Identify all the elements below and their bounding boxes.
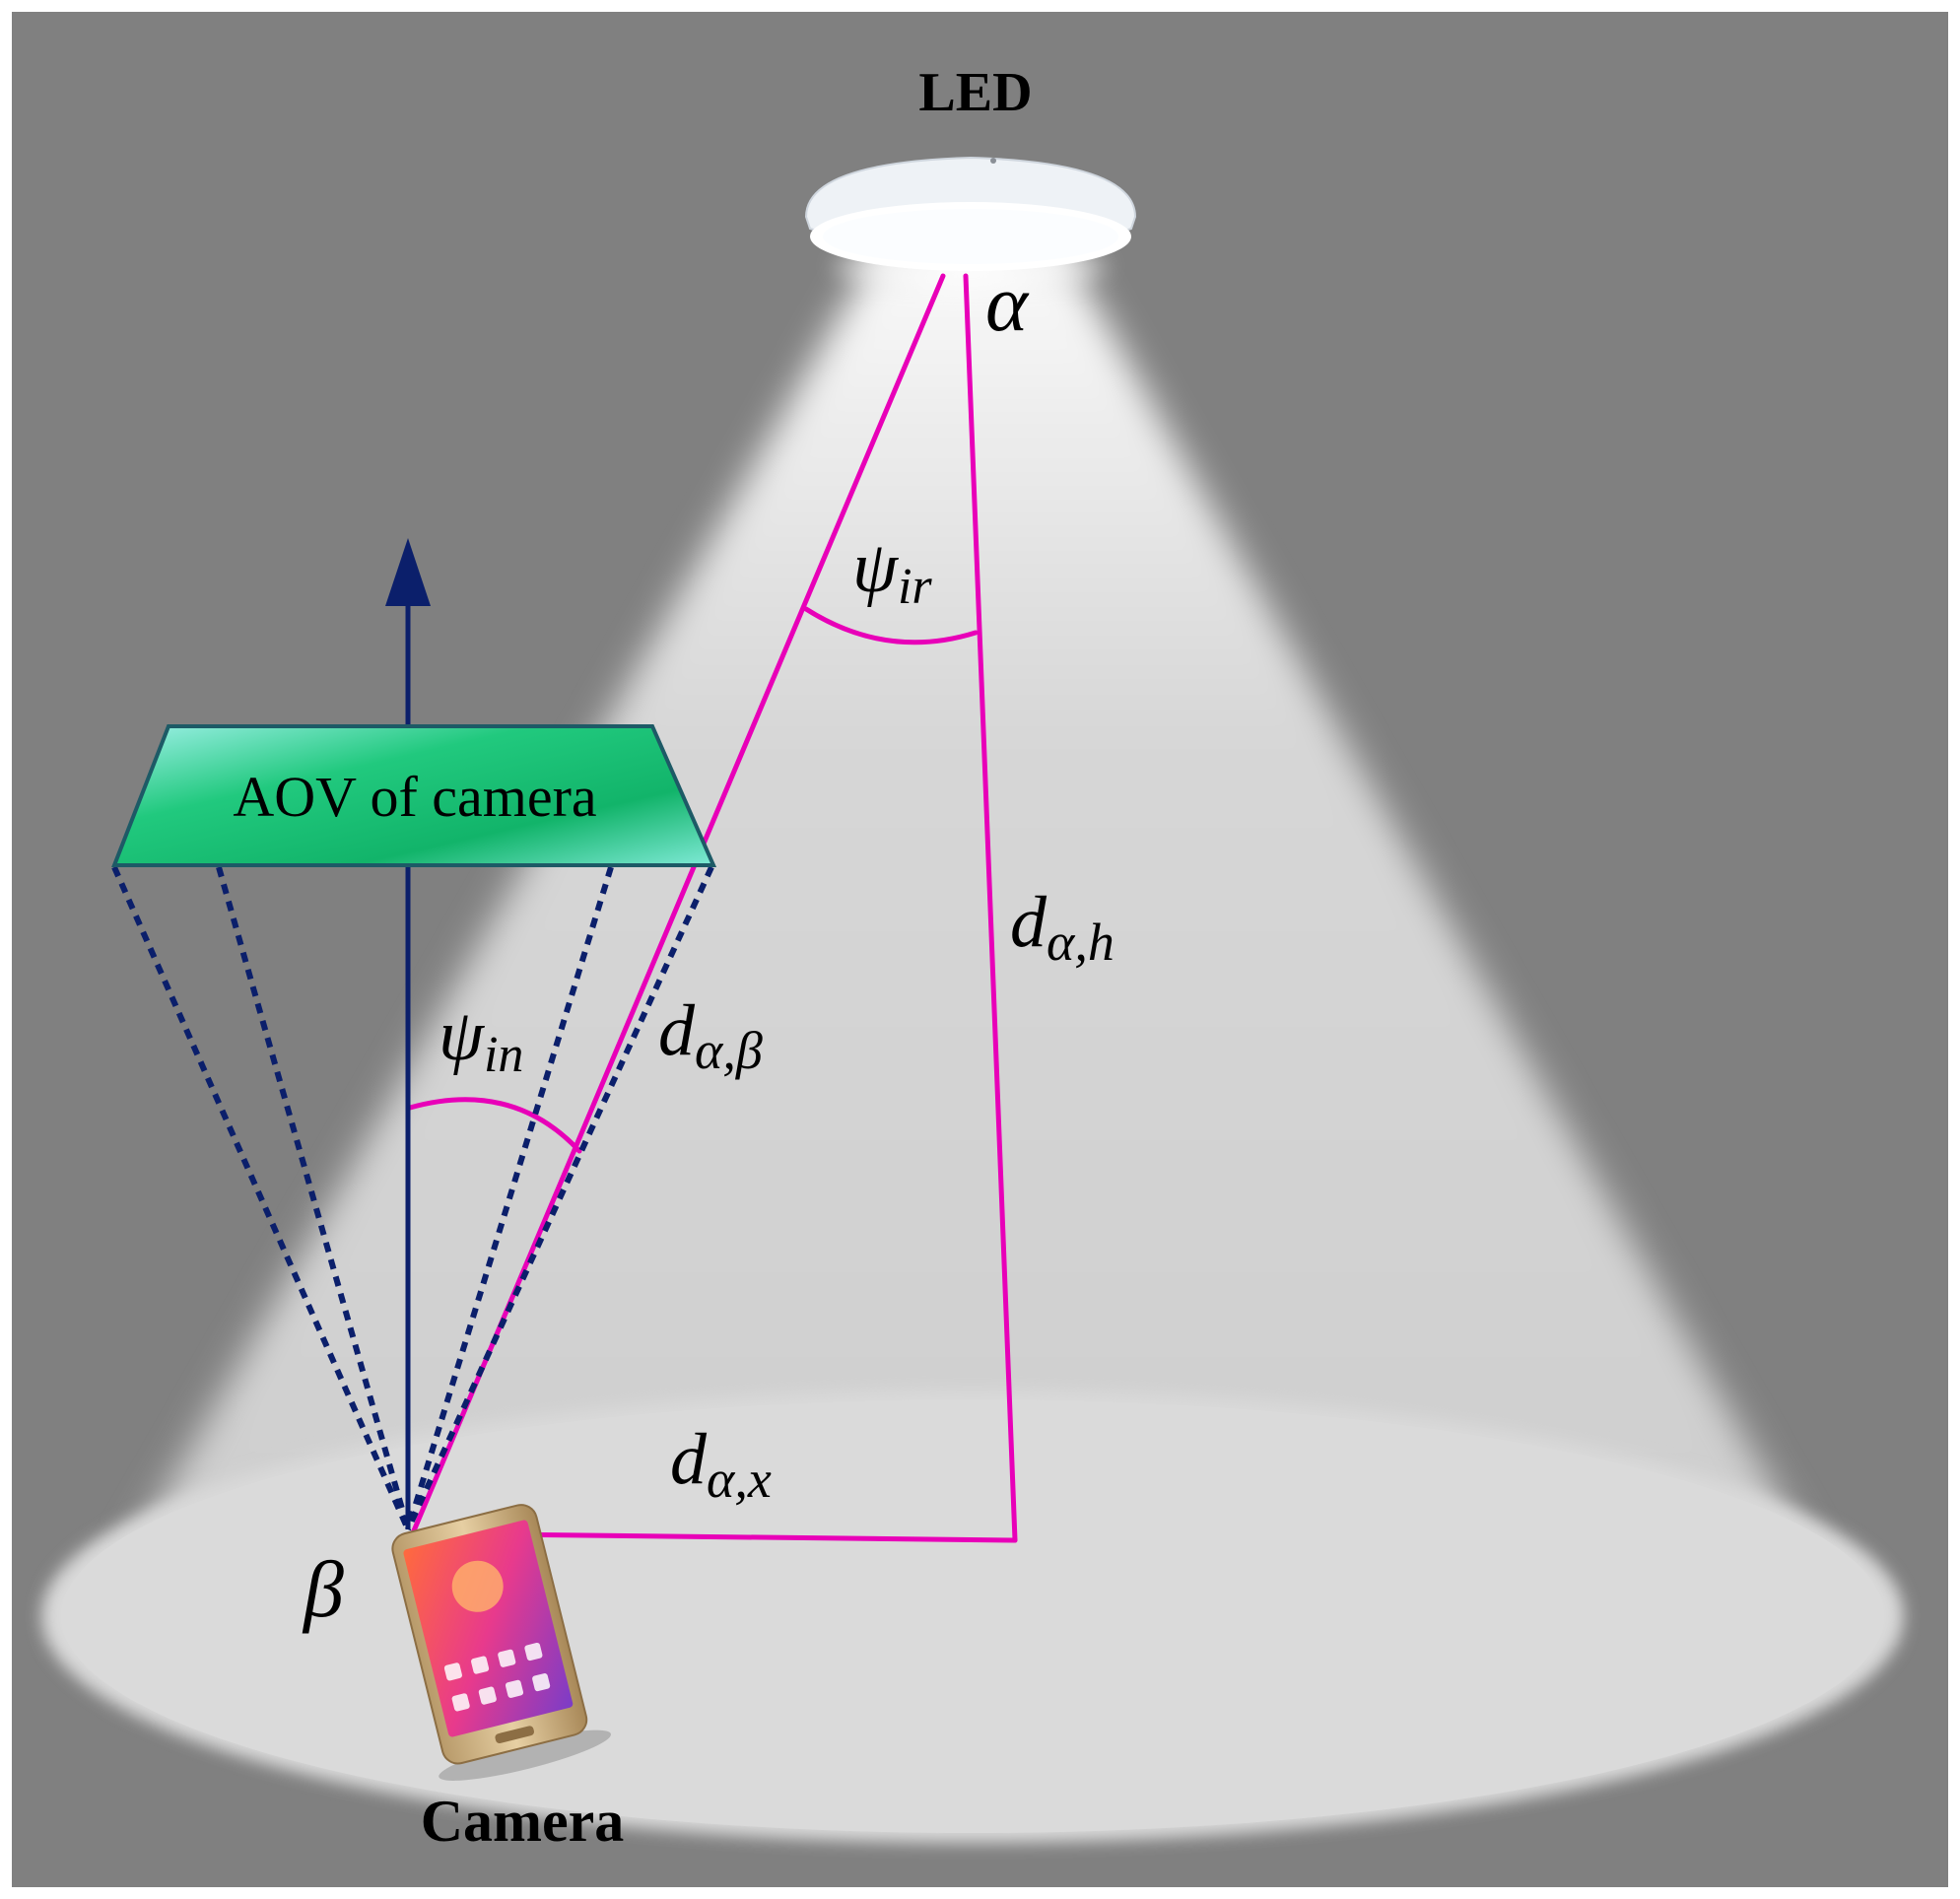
camera-label: Camera xyxy=(421,1789,625,1854)
d-alpha-h-label: dα,h xyxy=(1010,882,1115,972)
arc-psi-in xyxy=(407,1097,582,1154)
light-beam xyxy=(89,266,1853,1626)
ceiling-lamp-icon xyxy=(804,156,1137,305)
psi-in-label: ψin xyxy=(439,995,523,1083)
camera-fov-lines xyxy=(111,865,714,1531)
line-d-alpha-h xyxy=(963,273,1018,1543)
d-alpha-beta-label: dα,β xyxy=(658,990,763,1080)
d-alpha-x-label: dα,x xyxy=(670,1419,772,1509)
aov-box xyxy=(111,724,717,867)
smartphone-icon xyxy=(391,1504,612,1781)
alpha-label: α xyxy=(985,258,1030,348)
arc-psi-ir xyxy=(803,606,979,645)
aov-label: AOV of camera xyxy=(233,765,596,829)
psi-ir-label: ψir xyxy=(852,527,932,615)
beta-label: β xyxy=(302,1544,344,1634)
led-label: LED xyxy=(918,62,1032,123)
